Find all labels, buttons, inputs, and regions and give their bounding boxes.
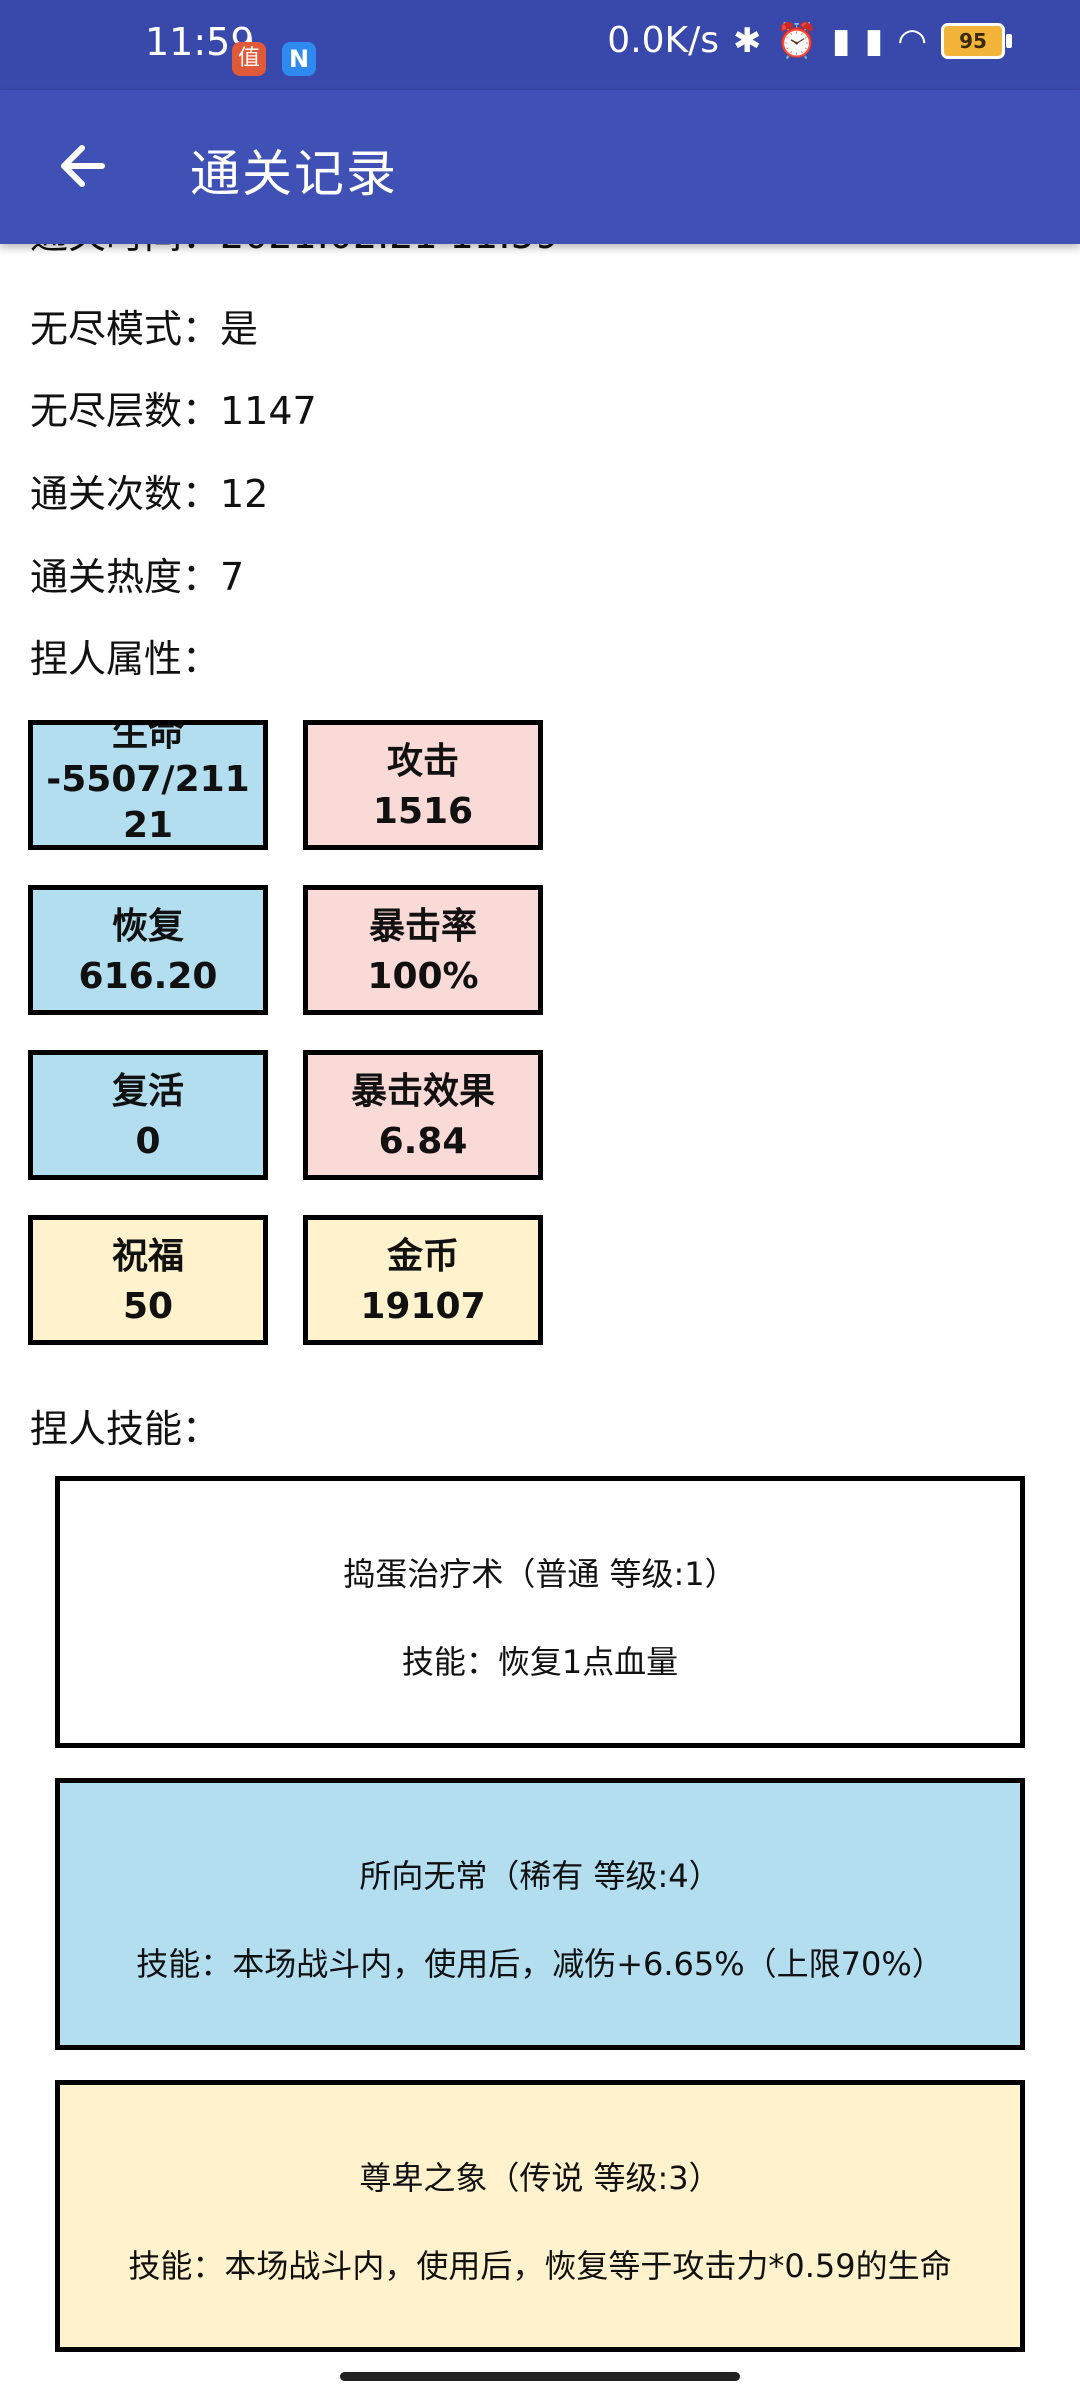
stat-attack: 攻击 1516 [303, 720, 543, 850]
stat-hp: 生命 -5507/21121 [28, 720, 268, 850]
skill-name: 尊卑之象（传说 等级:3） [359, 2159, 721, 2197]
record-content[interactable]: 通关时间：2021.02.21 11:59 无尽模式：是 无尽层数：1147 通… [0, 244, 1080, 2400]
stat-value: 19107 [360, 1286, 486, 1327]
skill-card: 尊卑之象（传说 等级:3） 技能：本场战斗内，使用后，恢复等于攻击力*0.59的… [55, 2080, 1025, 2352]
stat-label: 金币 [386, 1236, 459, 1277]
stat-label: 复活 [111, 1071, 184, 1112]
stat-label: 祝福 [111, 1236, 184, 1277]
stat-value: 616.20 [78, 956, 218, 997]
stat-blessing: 祝福 50 [28, 1215, 268, 1345]
endless-layers: 无尽层数：1147 [30, 389, 317, 433]
skill-description: 技能：本场战斗内，使用后，减伤+6.65%（上限70%） [136, 1945, 944, 1983]
battery-icon: 95 [941, 22, 1012, 59]
skill-name: 捣蛋治疗术（普通 等级:1） [343, 1555, 737, 1593]
clear-count: 通关次数：12 [30, 472, 269, 516]
stat-recovery: 恢复 616.20 [28, 885, 268, 1015]
stat-revive: 复活 0 [28, 1050, 268, 1180]
status-bar: 11:59 值 N 0.0K/s ✱ ⏰ ▮ ▮ ◠ 95 [0, 0, 1080, 90]
stat-value: 1516 [372, 791, 474, 832]
skills-header: 捏人技能： [30, 1407, 221, 1451]
signal-hd-icon: ▮ [831, 20, 851, 61]
clear-heat: 通关热度：7 [30, 555, 245, 599]
clear-time: 通关时间：2021.02.21 11:59 [30, 244, 559, 259]
stat-label: 暴击效果 [350, 1071, 495, 1112]
signal-hd-icon: ▮ [864, 20, 884, 61]
bluetooth-icon: ✱ [733, 20, 762, 61]
stat-crit-rate: 暴击率 100% [303, 885, 543, 1015]
stat-label: 暴击率 [368, 906, 477, 947]
skill-card: 所向无常（稀有 等级:4） 技能：本场战斗内，使用后，减伤+6.65%（上限70… [55, 1778, 1025, 2050]
app-bar: 通关记录 [0, 90, 1080, 244]
arrow-left-icon[interactable] [56, 130, 116, 202]
stat-value: 0 [135, 1121, 161, 1162]
stat-label: 恢复 [111, 906, 184, 947]
skill-card: 捣蛋治疗术（普通 等级:1） 技能：恢复1点血量 [55, 1476, 1025, 1748]
skill-name: 所向无常（稀有 等级:4） [359, 1857, 721, 1895]
stat-gold: 金币 19107 [303, 1215, 543, 1345]
stat-crit-effect: 暴击效果 6.84 [303, 1050, 543, 1180]
stat-label: 生命 [111, 720, 184, 754]
home-indicator[interactable] [340, 2372, 740, 2381]
skill-description: 技能：恢复1点血量 [401, 1643, 679, 1681]
stat-value: 6.84 [378, 1121, 468, 1162]
stat-label: 攻击 [386, 741, 459, 782]
status-icons: 0.0K/s ✱ ⏰ ▮ ▮ ◠ 95 [607, 20, 1012, 61]
stat-value: -5507/21121 [46, 759, 250, 846]
notification-app-icon: 值 [232, 42, 266, 76]
stat-value: 100% [367, 956, 479, 997]
alarm-icon: ⏰ [775, 20, 818, 61]
skill-description: 技能：本场战斗内，使用后，恢复等于攻击力*0.59的生命 [128, 2247, 952, 2285]
net-speed: 0.0K/s [607, 20, 720, 61]
attributes-header: 捏人属性： [30, 637, 221, 681]
endless-mode: 无尽模式：是 [30, 307, 259, 351]
notification-app-icon: N [282, 42, 316, 76]
stat-value: 50 [122, 1286, 174, 1327]
page-title: 通关记录 [190, 145, 398, 203]
wifi-icon: ◠ [897, 20, 927, 61]
